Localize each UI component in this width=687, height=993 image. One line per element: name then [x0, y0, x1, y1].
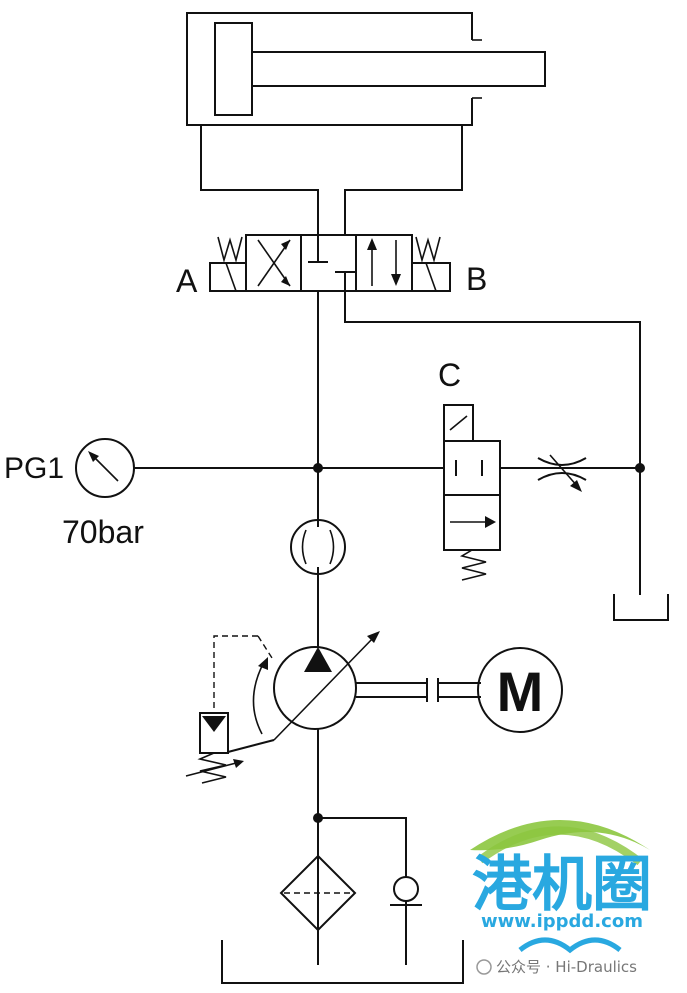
directional-control-valve — [209, 234, 451, 292]
cylinder-lines — [200, 125, 463, 235]
return-line — [344, 291, 641, 595]
label-port-a: A — [176, 263, 198, 299]
label-gauge-setting: 70bar — [62, 514, 144, 550]
watermark-brand: 港机圈 — [472, 850, 652, 920]
hydraulic-cylinder — [186, 12, 546, 126]
flow-meter — [290, 519, 346, 575]
watermark: 港机圈 www.ippdd.com 公众号 · Hi-Draulics — [470, 820, 652, 976]
solenoid-valve — [318, 404, 640, 581]
motor-label: M — [497, 660, 544, 723]
pressure-compensator — [185, 635, 275, 784]
tank — [613, 594, 669, 621]
watermark-account: 公众号 · Hi-Draulics — [496, 958, 637, 976]
variable-displacement-pump — [252, 631, 481, 933]
label-pressure-gauge: PG1 — [4, 452, 64, 485]
label-solenoid-valve: C — [438, 357, 461, 393]
pressure-gauge — [75, 438, 318, 498]
label-port-b: B — [466, 261, 487, 297]
adjustable-throttle — [537, 454, 587, 492]
electric-motor: M — [477, 647, 563, 733]
suction-filter-bypass — [221, 813, 464, 984]
watermark-site: www.ippdd.com — [481, 911, 643, 932]
wechat-icon — [476, 959, 492, 975]
